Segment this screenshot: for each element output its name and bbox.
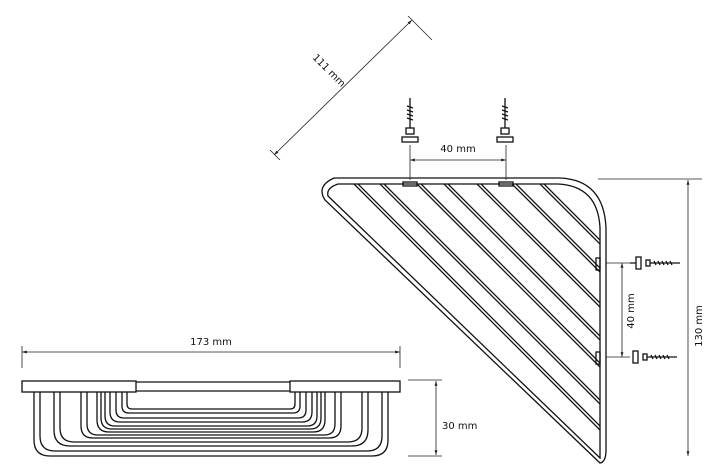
dimension-130mm: 130 mm (598, 178, 705, 456)
screw-icon (496, 98, 514, 143)
screw-icon (632, 350, 677, 364)
basket-side-view (21, 380, 401, 457)
dimension-label-130mm: 130 mm (694, 305, 705, 347)
dimension-label-173mm: 173 mm (190, 337, 232, 348)
dimension-111mm: 111 mm (269, 15, 433, 161)
screw-icon (401, 98, 419, 143)
dimension-label-111mm: 111 mm (310, 52, 347, 89)
screw-icon (630, 256, 680, 270)
dimension-40mm-top: 40 mm (409, 144, 507, 180)
dimension-30mm: 30 mm (408, 379, 477, 457)
basket-top-view (321, 177, 607, 464)
dimension-label-30mm: 30 mm (442, 421, 477, 432)
dimension-label-40mm-side: 40 mm (626, 293, 637, 328)
dimension-40mm-side: 40 mm (606, 262, 637, 358)
dimension-173mm: 173 mm (21, 337, 401, 368)
dimension-label-40mm-top: 40 mm (440, 144, 475, 155)
